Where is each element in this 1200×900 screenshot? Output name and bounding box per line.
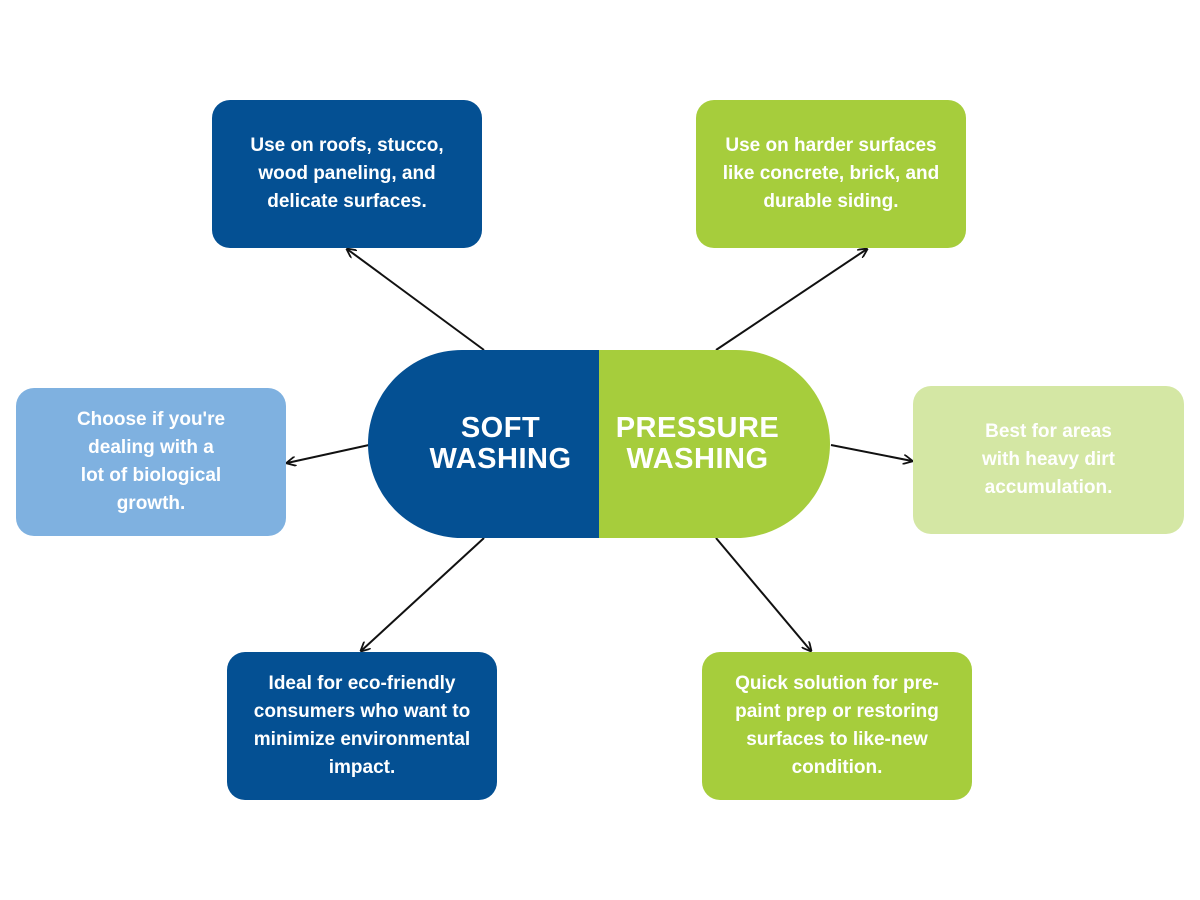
soft-washing-biological-text: Choose if you're dealing with a lot of b… xyxy=(76,409,226,514)
arrow-to-biological-box xyxy=(287,444,370,463)
soft-washing-biological-box: Choose if you're dealing with a lot of b… xyxy=(16,388,286,536)
arrow-to-eco-box xyxy=(361,537,485,651)
pressure-washing-dirt-text: Best for areas with heavy dirt accumulat… xyxy=(981,421,1116,498)
soft-washing-surfaces-box: Use on roofs, stucco, wood paneling, and… xyxy=(212,100,482,248)
soft-washing-label: SOFT WASHING xyxy=(429,412,572,475)
soft-washing-eco-text: Ideal for eco-friendly consumers who wan… xyxy=(253,673,471,778)
arrow-to-roofs-box xyxy=(347,249,485,351)
soft-washing-eco-box: Ideal for eco-friendly consumers who wan… xyxy=(227,652,497,800)
pressure-washing-dirt-box: Best for areas with heavy dirt accumulat… xyxy=(913,386,1184,534)
pressure-washing-surfaces-text: Use on harder surfaces like concrete, br… xyxy=(722,135,940,212)
arrow-to-pre-paint-box xyxy=(715,537,811,651)
soft-washing-surfaces-text: Use on roofs, stucco, wood paneling, and… xyxy=(250,135,444,212)
pressure-washing-surfaces-box: Use on harder surfaces like concrete, br… xyxy=(696,100,966,248)
pressure-washing-half: PRESSURE WASHING xyxy=(599,350,830,538)
pressure-washing-prep-text: Quick solution for pre- paint prep or re… xyxy=(735,673,939,778)
arrow-to-hard-surfaces-box xyxy=(715,249,867,351)
central-comparison-pill: SOFT WASHING PRESSURE WASHING xyxy=(368,350,830,538)
arrow-to-heavy-dirt-box xyxy=(830,444,912,461)
soft-washing-half: SOFT WASHING xyxy=(368,350,599,538)
pressure-washing-prep-box: Quick solution for pre- paint prep or re… xyxy=(702,652,972,800)
pressure-washing-label: PRESSURE WASHING xyxy=(615,412,780,475)
